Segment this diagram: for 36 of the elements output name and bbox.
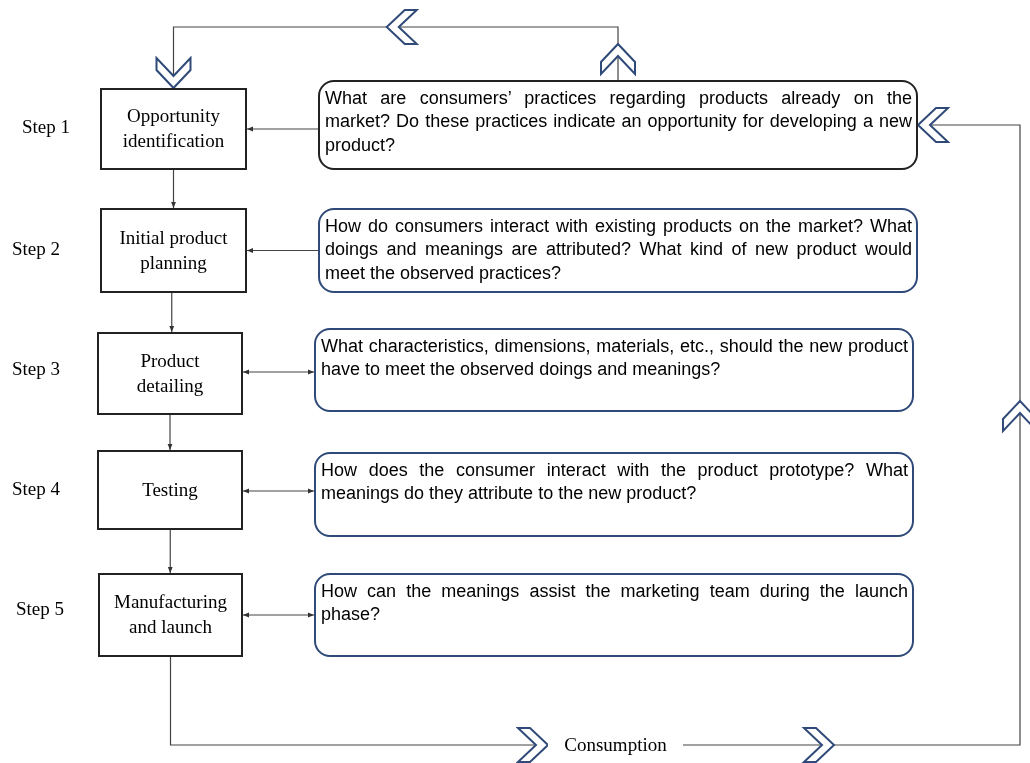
question-text: What characteristics, dimensions, materials, etc., should the new product have to meet the observed doings and meanings? bbox=[321, 335, 908, 382]
process-box bbox=[100, 208, 247, 293]
arrow bbox=[171, 169, 176, 209]
process-box bbox=[98, 573, 243, 657]
step-label: Step 1 bbox=[22, 116, 71, 138]
question-box bbox=[318, 208, 918, 293]
step-title: Testing bbox=[142, 477, 198, 502]
process-box bbox=[100, 88, 247, 170]
step-label: Step 2 bbox=[12, 238, 61, 260]
arrow bbox=[242, 369, 315, 375]
step-title: Manufacturing and launch bbox=[114, 590, 227, 639]
question-box bbox=[314, 328, 914, 412]
arrow bbox=[242, 612, 315, 618]
question-box bbox=[318, 80, 918, 170]
step-title: Product detailing bbox=[135, 348, 205, 398]
step-label: Step 4 bbox=[12, 478, 61, 500]
arrow bbox=[167, 529, 173, 574]
question-text: How can the meanings assist the marketing team during the launch phase? bbox=[321, 580, 908, 627]
arrow bbox=[246, 126, 319, 132]
question-text: How do consumers interact with existing products on the market? What doings and meanings are attributed? What kind of new product would meet the observed practices? bbox=[325, 215, 912, 285]
arrow bbox=[246, 248, 319, 253]
arrow bbox=[169, 292, 175, 333]
question-text: What are consumers’ practices regarding products already on the market? Do these practices indicate an opportunity for developing a new product? bbox=[325, 87, 912, 157]
step-label: Step 3 bbox=[12, 358, 61, 380]
question-box bbox=[314, 452, 914, 537]
chevron-arrow bbox=[155, 9, 636, 89]
step-title: Opportunity identification bbox=[121, 104, 226, 153]
question-box bbox=[314, 573, 914, 657]
step-title: Initial product planning bbox=[118, 225, 229, 275]
chevron-arrow bbox=[682, 107, 1030, 763]
process-box bbox=[97, 332, 243, 415]
arrow bbox=[167, 414, 173, 451]
step-label: Step 5 bbox=[16, 598, 65, 620]
process-box bbox=[97, 450, 243, 530]
question-text: How does the consumer interact with the product prototype? What meanings do they attribute to the new product? bbox=[321, 459, 908, 506]
arrow bbox=[242, 488, 315, 494]
